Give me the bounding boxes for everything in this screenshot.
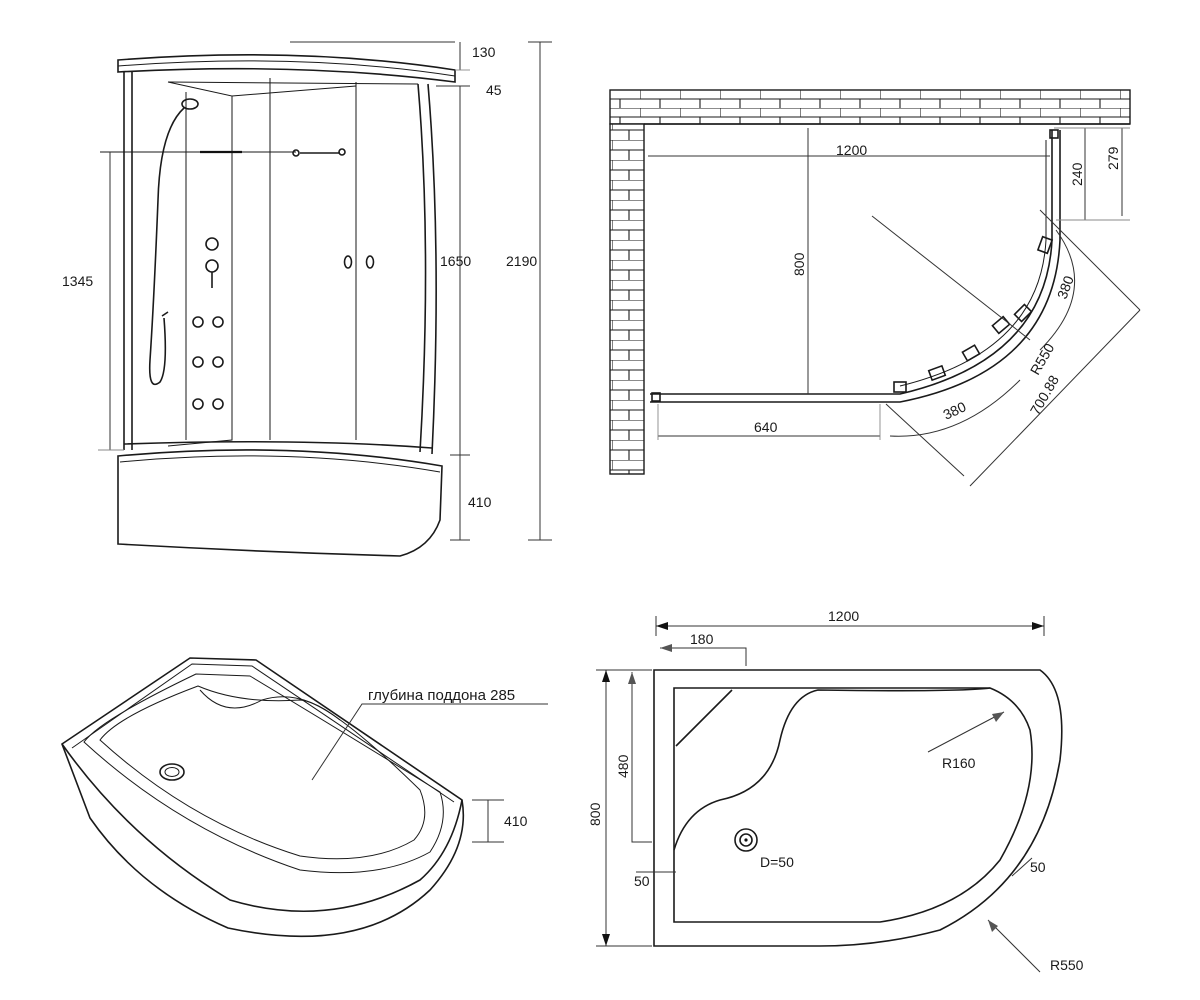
front-elevation-view: 130 45 1650 2190 1345 410 [62,41,552,557]
tray-isometric-view: глубина поддона 285 410 [61,657,548,938]
plan-dim-r550: R550 [1027,340,1058,377]
plan-dim-640: 640 [754,419,778,435]
tray-plan-r550: R550 [1050,957,1084,973]
front-dim-1650: 1650 [440,253,471,269]
plan-dim-279: 279 [1105,146,1121,170]
plan-dim-240: 240 [1069,162,1085,186]
tray-plan-r160: R160 [942,755,976,771]
plan-dim-800: 800 [791,252,807,276]
plan-dim-380-side: 380 [1054,273,1077,301]
front-dim-2190: 2190 [506,253,537,269]
tray-plan-rim-right: 50 [1030,859,1046,875]
plan-dim-380-door: 380 [941,398,969,422]
tray-plan-dim-480: 480 [615,754,631,778]
tray-plan-rim-left: 50 [634,873,650,889]
tray-plan-view: 1200 180 800 480 R160 D=50 50 50 R550 [587,608,1084,973]
tray-plan-drain: D=50 [760,854,794,870]
plan-dim-700-88: 700.88 [1027,372,1062,417]
front-dim-1345: 1345 [62,273,93,289]
top-plan-view: 1200 800 279 240 380 R550 700.88 380 640 [609,89,1141,487]
tray-plan-dim-180: 180 [690,631,714,647]
plan-dim-1200: 1200 [836,142,867,158]
front-dim-410: 410 [468,494,492,510]
tray-plan-dim-800: 800 [587,802,603,826]
tray-height-410: 410 [504,813,528,829]
front-dim-45: 45 [486,82,502,98]
tray-plan-dim-1200: 1200 [828,608,859,624]
front-dim-130: 130 [472,44,496,60]
tray-depth-note: глубина поддона 285 [368,687,515,704]
